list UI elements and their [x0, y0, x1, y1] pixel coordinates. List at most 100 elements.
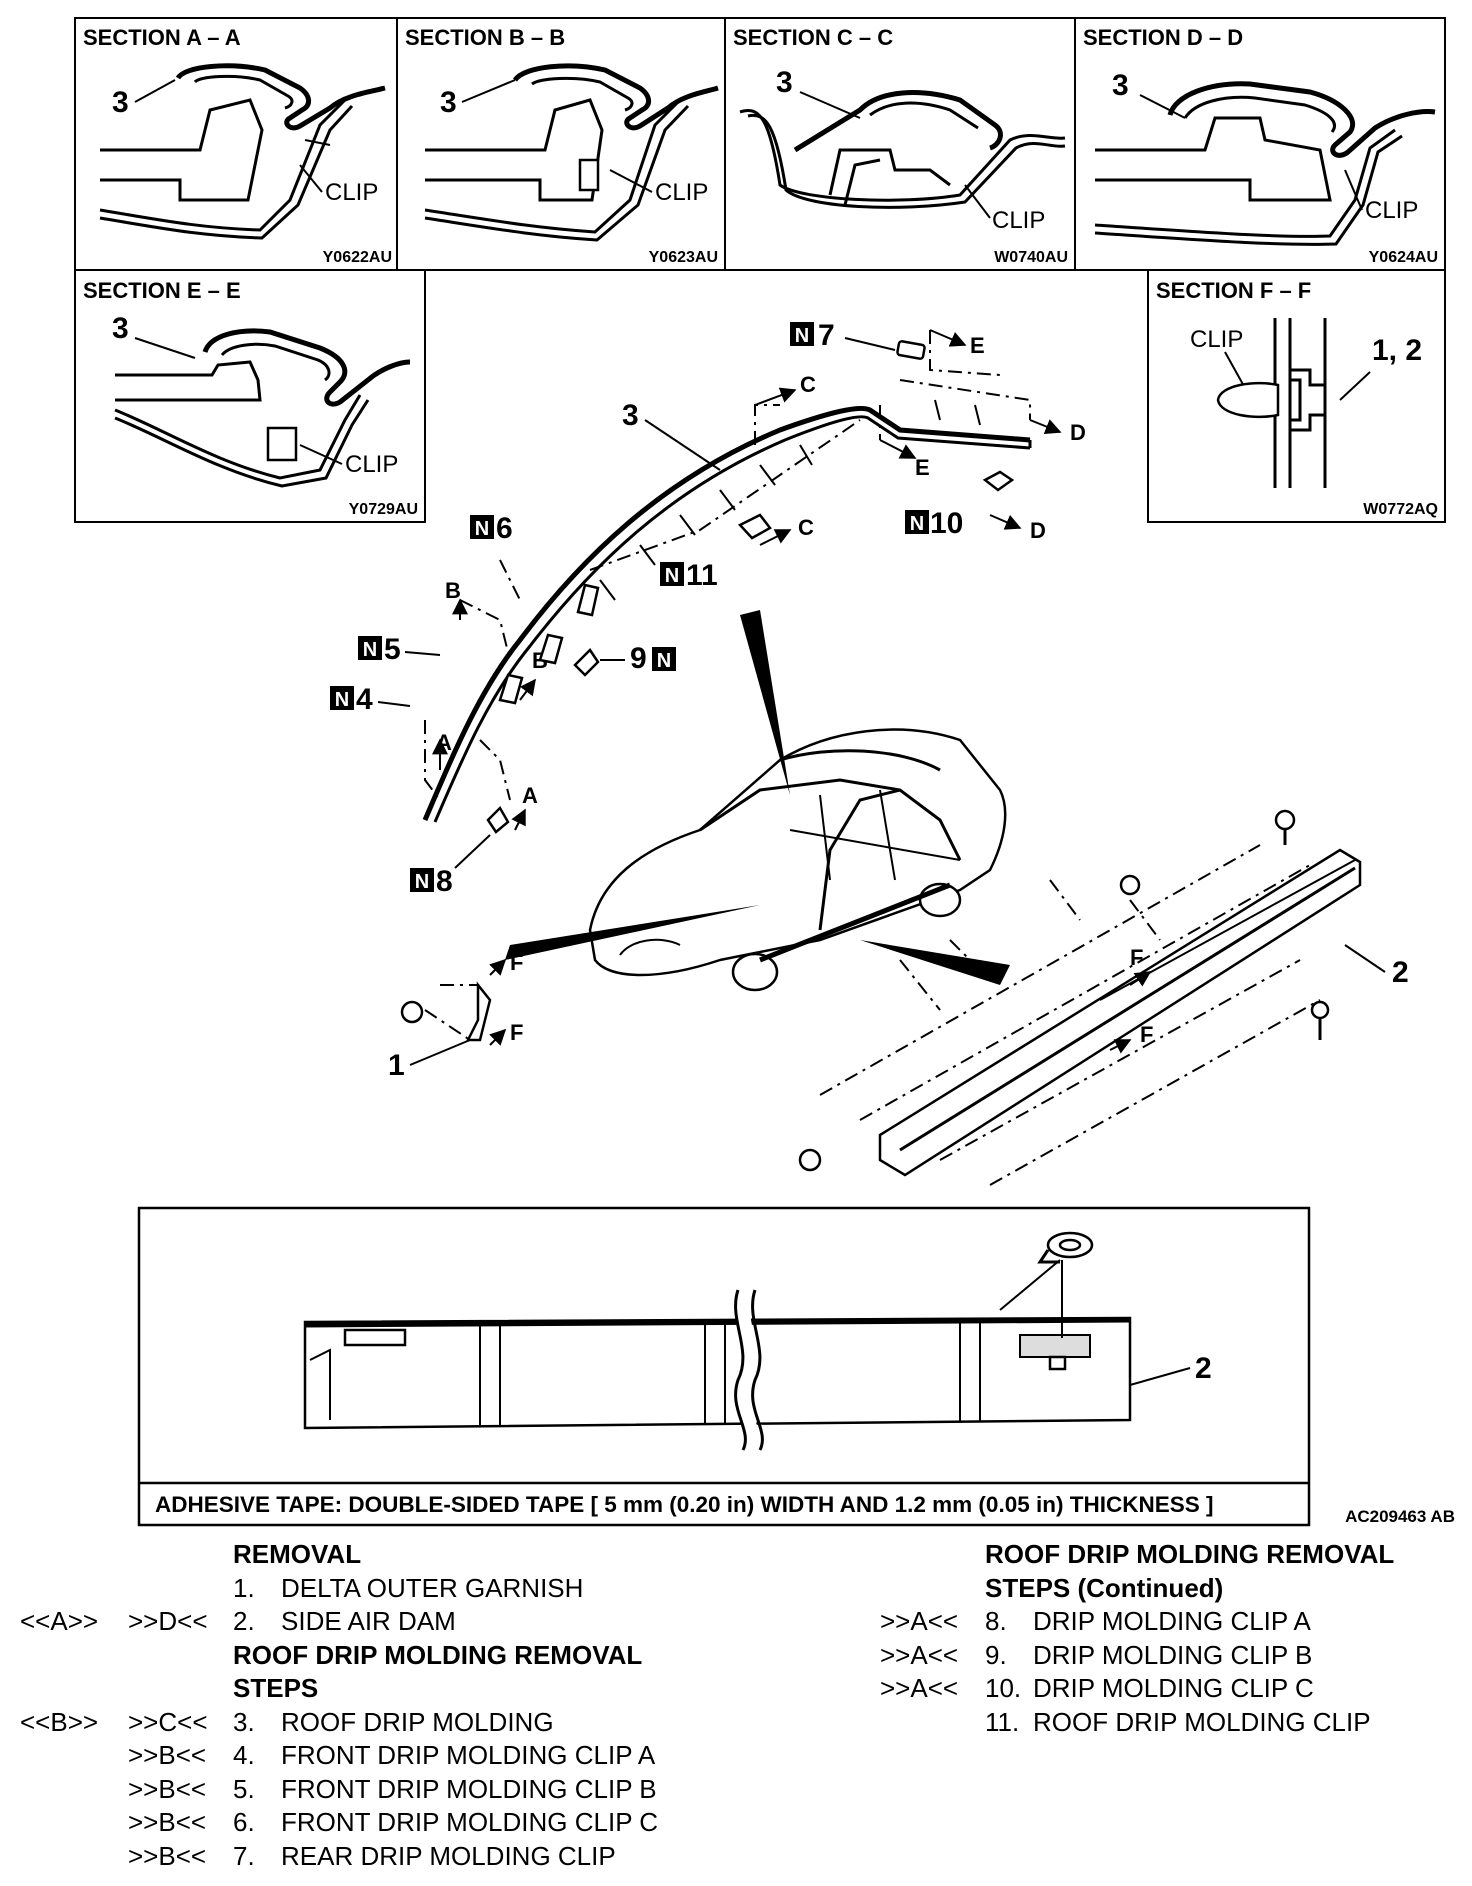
callout-6: 6	[496, 512, 513, 545]
step-reference-left	[20, 1672, 128, 1706]
step-reference-right: >>D<<	[128, 1606, 208, 1636]
step-row: ROOF DRIP MOLDING REMOVAL	[20, 1639, 720, 1673]
step-reference-right: >>A<<	[880, 1606, 959, 1636]
section-e-part: 3	[112, 312, 129, 345]
step-number: 5.	[233, 1773, 255, 1804]
step-row: <<A>> >>D<< 2. SIDE AIR DAM	[20, 1605, 720, 1639]
step-text: DRIP MOLDING CLIP B	[1033, 1639, 1313, 1670]
arrow-label-f-upper: F	[510, 950, 523, 975]
step-row: 1.DELTA OUTER GARNISH	[20, 1572, 720, 1606]
callout-3: 3	[622, 399, 639, 432]
callout-7: 7	[818, 319, 835, 352]
arrow-label-a-lower: A	[522, 783, 538, 808]
n-badge-10	[905, 510, 929, 534]
step-number: 11.	[985, 1706, 1020, 1737]
tape-panel-part: 2	[1195, 1352, 1212, 1385]
svg-text:N: N	[910, 513, 924, 535]
section-a-part: 3	[112, 86, 129, 119]
section-e-code: Y0729AU	[349, 501, 418, 518]
step-heading: ROOF DRIP MOLDING REMOVAL	[985, 1539, 1395, 1569]
step-reference-right	[128, 1538, 233, 1572]
n-badge-9	[652, 647, 676, 671]
callout-5: 5	[384, 633, 401, 666]
step-heading: ROOF DRIP MOLDING REMOVAL	[233, 1639, 643, 1670]
section-f-code: W0772AQ	[1363, 501, 1438, 518]
step-text: FRONT DRIP MOLDING CLIP B	[281, 1773, 657, 1804]
step-text: FRONT DRIP MOLDING CLIP A	[281, 1740, 656, 1770]
arrow-label-c-upper: C	[800, 372, 816, 397]
step-row: REMOVAL	[20, 1538, 720, 1572]
step-text: REAR DRIP MOLDING CLIP	[281, 1840, 616, 1871]
step-reference-left	[20, 1572, 128, 1606]
step-row: STEPS (Continued)	[985, 1572, 1450, 1606]
callout-4: 4	[356, 683, 373, 716]
arrow-label-d-lower: D	[1030, 518, 1046, 543]
step-reference-left	[20, 1538, 128, 1572]
step-row: >>A<<8.DRIP MOLDING CLIP A	[880, 1605, 1450, 1639]
step-text: ROOF DRIP MOLDING	[281, 1706, 554, 1737]
n-badge-4	[330, 686, 354, 710]
svg-text:N: N	[335, 689, 349, 711]
step-row: ROOF DRIP MOLDING REMOVAL	[985, 1538, 1450, 1572]
step-reference-left: <<A>>	[20, 1606, 99, 1636]
step-row: 11.ROOF DRIP MOLDING CLIP	[880, 1706, 1450, 1740]
section-b-clip-label: CLIP	[655, 179, 708, 206]
callout-labels: 3 N 7 N 10 N 11 N 6 N 5 9 N N 4 N 8	[330, 319, 963, 898]
step-row: >>B<< 5. FRONT DRIP MOLDING CLIP B	[20, 1773, 720, 1807]
step-row: >>B<< 4. FRONT DRIP MOLDING CLIP A	[20, 1739, 720, 1773]
n-badge-11	[660, 562, 684, 586]
step-number: 9.	[985, 1639, 1007, 1670]
step-row: >>A<<10.DRIP MOLDING CLIP C	[880, 1672, 1450, 1706]
section-f-clip-label: CLIP	[1190, 326, 1243, 353]
step-text: FRONT DRIP MOLDING CLIP C	[281, 1807, 659, 1837]
step-reference-right: >>B<<	[128, 1773, 207, 1804]
arrow-label-d-upper: D	[1070, 420, 1086, 445]
step-number: 2.	[233, 1606, 255, 1636]
arrow-label-b-upper: B	[445, 578, 461, 603]
section-d-part: 3	[1112, 69, 1129, 102]
svg-text:N: N	[665, 565, 679, 587]
callout-11: 11	[686, 559, 718, 592]
section-a-panel: SECTION A – A 3 CLIP Y0622AU	[74, 17, 398, 271]
section-d-clip-label: CLIP	[1365, 197, 1418, 224]
step-reference-left	[20, 1840, 128, 1874]
step-reference-right	[128, 1672, 233, 1706]
adhesive-tape-note: ADHESIVE TAPE: DOUBLE-SIDED TAPE [ 5 mm …	[155, 1492, 1213, 1517]
step-number: 8.	[985, 1606, 1007, 1636]
section-b-part: 3	[440, 86, 457, 119]
step-number: 3.	[233, 1706, 255, 1737]
section-a-title: SECTION A – A	[83, 25, 241, 50]
step-number: 4.	[233, 1740, 255, 1770]
figure-code: AC209463 AB	[1345, 1507, 1455, 1526]
step-number: 7.	[233, 1840, 255, 1871]
arrow-label-c-lower: C	[798, 515, 814, 540]
step-row: STEPS	[20, 1672, 720, 1706]
delta-outer-garnish: F F 1	[388, 950, 523, 1082]
step-reference-right: >>B<<	[128, 1840, 207, 1871]
section-b-panel: SECTION B – B 3 CLIP Y0623AU	[396, 17, 726, 271]
step-row: <<B>>>>C<<3.ROOF DRIP MOLDING	[20, 1706, 720, 1740]
step-reference-right: >>A<<	[880, 1673, 959, 1703]
step-reference-right: >>B<<	[128, 1740, 207, 1770]
section-c-title: SECTION C – C	[733, 25, 893, 50]
section-f-panel: SECTION F – F CLIP 1, 2 W0772AQ	[1147, 269, 1446, 523]
roof-drip-molding-assembly: C E D E D C B B A A	[422, 329, 1086, 834]
svg-text:N: N	[415, 871, 429, 893]
step-number: 1.	[233, 1572, 255, 1603]
section-e-panel: SECTION E – E 3 CLIP Y0729AU	[74, 269, 426, 523]
step-reference-left	[20, 1639, 128, 1673]
section-c-clip-label: CLIP	[992, 207, 1045, 234]
section-f-title: SECTION F – F	[1156, 278, 1311, 303]
callout-8: 8	[436, 865, 453, 898]
step-text: SIDE AIR DAM	[281, 1606, 456, 1636]
arrow-label-e-upper: E	[970, 333, 985, 358]
n-badge-5	[358, 636, 382, 660]
callout-9: 9	[630, 642, 647, 675]
n-badge-6	[470, 515, 494, 539]
step-number: 6.	[233, 1807, 255, 1837]
section-c-part: 3	[776, 66, 793, 99]
step-row: >>A<<9.DRIP MOLDING CLIP B	[880, 1639, 1450, 1673]
step-heading: STEPS (Continued)	[985, 1572, 1224, 1603]
